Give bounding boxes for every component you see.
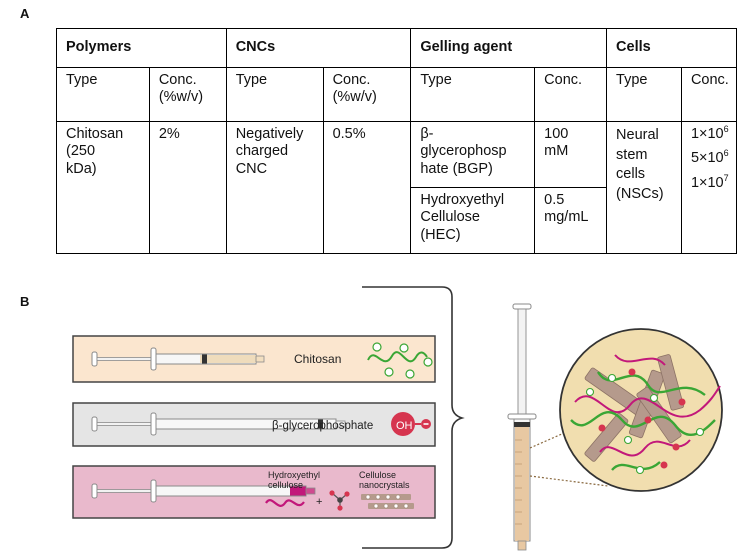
plus-sign: + (316, 496, 322, 508)
panel-a-letter: A (20, 6, 30, 21)
header-cncs: CNCs (225, 28, 412, 68)
gel-conc-hec: 0.5 mg/mL (534, 187, 608, 254)
header-gelling-agent: Gelling agent (410, 28, 608, 68)
cell-type-cell: Neural stem cells (NSCs) (606, 121, 682, 254)
bgp-syringe-box: β-glycerophosphate OH (72, 402, 436, 447)
gelling-type-label: Type (410, 67, 536, 122)
header-polymers: Polymers (56, 28, 227, 68)
gel-conc-bgp: 100 mM (534, 121, 608, 188)
gelling-conc-label: Conc. (534, 67, 608, 122)
gel-type-bgp: β- glycerophosp hate (BGP) (410, 121, 536, 188)
nanocrystal-rods-icon (361, 494, 414, 509)
cncs-conc-label: Conc. (%w/v) (322, 67, 412, 122)
oh-label: OH (396, 420, 413, 432)
cnc-type-cell: Negatively charged CNC (225, 121, 324, 254)
vertical-syringe (507, 303, 537, 551)
polymer-conc-cell: 2% (148, 121, 227, 254)
cncs-type-label: Type (225, 67, 324, 122)
positive-charge-icons (372, 342, 433, 379)
cell-conc-cell: 1×106 5×106 1×107 (680, 121, 738, 254)
polymers-type-label: Type (56, 67, 150, 122)
hydrogel-zoom-circle (559, 328, 723, 492)
cells-type-label: Type (606, 67, 682, 122)
composition-table: Polymers CNCs Gelling agent Cells Type C… (56, 28, 738, 254)
cnc-conc-cell: 0.5% (322, 121, 412, 254)
polymers-conc-label: Conc. (%w/v) (148, 67, 227, 122)
group-bracket (362, 286, 465, 549)
bgp-label: β-glycerophosphate (272, 420, 373, 432)
chitosan-chain-icon (367, 351, 428, 363)
cell-conc-1: 1×106 (690, 124, 729, 142)
panel-b-letter: B (20, 294, 30, 309)
polymer-type-cell: Chitosan (250 kDa) (56, 121, 150, 254)
cell-conc-2: 5×106 (690, 148, 729, 167)
gel-type-hec: Hydroxyethyl Cellulose (HEC) (410, 187, 536, 254)
cell-conc-3: 1×107 (690, 172, 729, 191)
oh-group-icon (391, 412, 415, 436)
chitosan-syringe-box: Chitosan (72, 335, 436, 383)
cells-conc-label: Conc. (680, 67, 738, 122)
panel-b-illustration: Chitosan β-glycerophosphate OH (72, 286, 723, 551)
molecule-icon (329, 490, 350, 511)
header-cells: Cells (606, 28, 737, 68)
hec-chain-icon (265, 499, 305, 507)
chitosan-label: Chitosan (294, 352, 341, 366)
